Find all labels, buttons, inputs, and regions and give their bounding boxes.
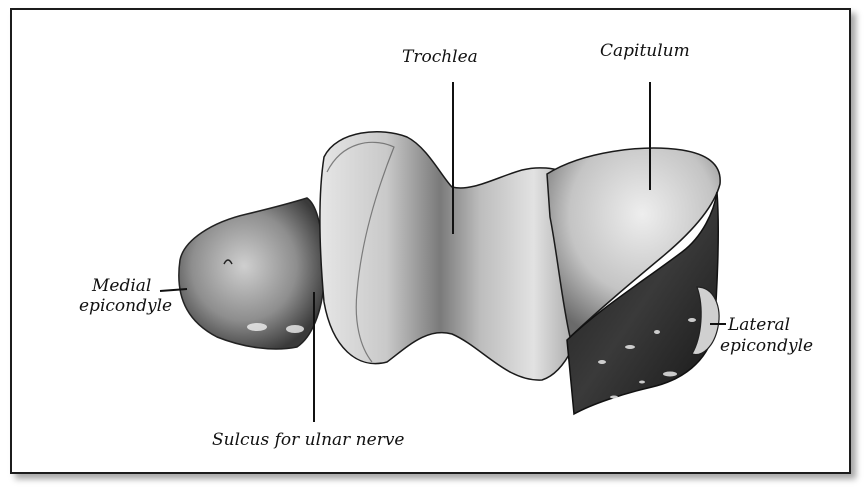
- medial-epicondyle-label-line2: epicondyle: [79, 296, 172, 316]
- lateral-epicondyle-label-line2: epicondyle: [720, 336, 813, 356]
- medial-epicondyle-label-line1: Medial: [91, 276, 151, 296]
- lateral-epicondyle-label-line1: Lateral: [727, 315, 790, 335]
- capitulum-label: Capitulum: [600, 41, 690, 61]
- figure-frame: Trochlea Capitulum Medial epicondyle Lat…: [10, 8, 851, 474]
- humerus-distal-end-illustration: Trochlea Capitulum Medial epicondyle Lat…: [12, 10, 849, 472]
- sulcus-label: Sulcus for ulnar nerve: [212, 430, 405, 450]
- trochlea-label: Trochlea: [402, 47, 478, 67]
